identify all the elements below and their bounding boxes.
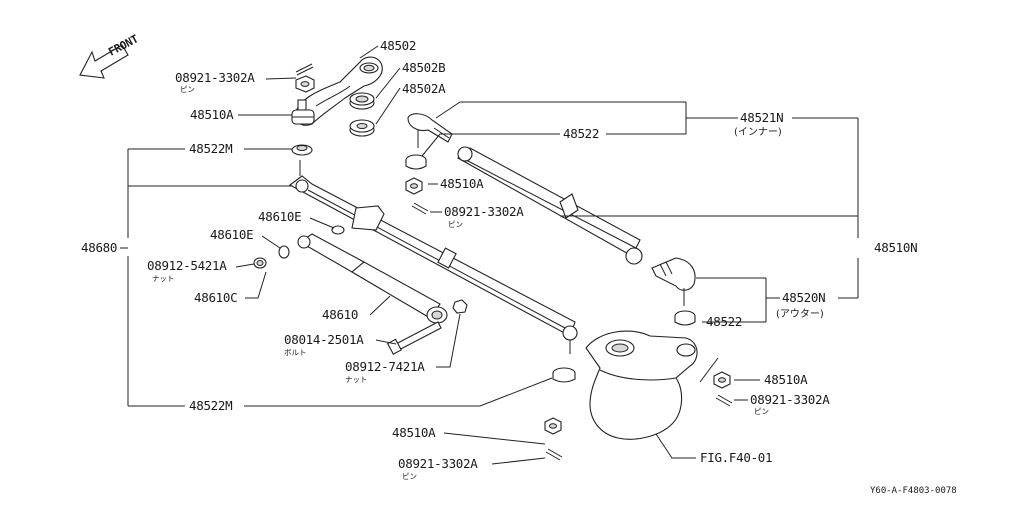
bushing-a-icon bbox=[349, 119, 375, 137]
knuckle-arm-drawing bbox=[585, 330, 698, 440]
bottom-pin-icon bbox=[545, 448, 563, 461]
outer-tie-rod-end-drawing bbox=[651, 257, 696, 306]
leader-lines bbox=[120, 45, 859, 465]
label-nut-damper-sub: ナット bbox=[152, 274, 175, 283]
idler-joint-drawing bbox=[291, 99, 315, 125]
label-bracket-e1: 48610E bbox=[258, 209, 301, 224]
label-nut-damper: 08912-5421A bbox=[147, 258, 227, 273]
label-dust-cover-bottom: 48522M bbox=[189, 398, 232, 413]
label-nut-knuckle: 48510A bbox=[764, 372, 808, 387]
label-pin-knuckle: 08921-3302A bbox=[750, 392, 830, 407]
label-nut-lower: 08912-7421A bbox=[345, 359, 425, 374]
damper-washers-icon bbox=[253, 245, 290, 269]
label-pin-mid-sub: ピン bbox=[448, 220, 463, 229]
label-nut-lower-sub: ナット bbox=[345, 375, 368, 384]
inner-pin-icon bbox=[411, 202, 429, 215]
label-bracket-e2: 48610E bbox=[210, 227, 253, 242]
label-inner-end-group-sub: (インナー) bbox=[734, 126, 782, 138]
knuckle-nut-icon bbox=[713, 371, 733, 407]
steering-damper-drawing bbox=[297, 233, 448, 324]
label-bolt-sub: ボルト bbox=[284, 348, 307, 357]
front-arrow-icon bbox=[79, 44, 129, 79]
label-nut-mid: 48510A bbox=[440, 176, 484, 191]
label-pin-bottom-sub: ピン bbox=[402, 472, 417, 481]
inner-dust-cover-icon bbox=[405, 154, 427, 170]
top-nut-icon bbox=[295, 63, 315, 93]
label-tie-rod-tube: 48522 bbox=[563, 126, 599, 141]
damper-bracket-drawing bbox=[331, 205, 385, 235]
label-side-rod-assembly: 48680 bbox=[81, 240, 117, 255]
label-dust-cover-top: 48522M bbox=[189, 141, 232, 156]
label-nut-bottom: 48510A bbox=[392, 425, 436, 440]
label-outer-end-group: 48520N bbox=[782, 290, 825, 305]
dust-cover-top-icon bbox=[291, 144, 313, 156]
label-nut-top: 48510A bbox=[190, 107, 234, 122]
bolt-icon bbox=[386, 321, 442, 355]
outer-dust-cover-icon bbox=[674, 310, 696, 326]
label-dust-cover-outer: 48522 bbox=[706, 314, 742, 329]
idler-arm-drawing bbox=[295, 56, 383, 126]
part-labels: 48502 08921-3302A ピン 48502B 48502A 48510… bbox=[81, 38, 957, 496]
lower-nut-icon bbox=[452, 299, 468, 314]
tie-rod-tube-drawing bbox=[457, 146, 643, 265]
dust-cover-bottom-icon bbox=[552, 367, 576, 383]
label-outer-end-group-sub: (アウター) bbox=[776, 308, 824, 320]
label-idler-arm: 48502 bbox=[380, 38, 416, 53]
label-damper: 48610 bbox=[322, 307, 358, 322]
label-pin-knuckle-sub: ピン bbox=[754, 407, 769, 416]
label-inner-end-group: 48521N bbox=[740, 110, 783, 125]
label-pin-bottom: 08921-3302A bbox=[398, 456, 478, 471]
label-pin-top: 08921-3302A bbox=[175, 70, 255, 85]
inner-tie-rod-end-drawing bbox=[407, 113, 453, 148]
label-tie-rod-assembly: 48510N bbox=[874, 240, 917, 255]
label-pin-mid: 08921-3302A bbox=[444, 204, 524, 219]
label-pin-top-sub: ピン bbox=[180, 85, 195, 94]
label-bushing-a: 48502A bbox=[402, 81, 446, 96]
label-bracket-c: 48610C bbox=[194, 290, 237, 305]
label-bushing-b: 48502B bbox=[402, 60, 445, 75]
bushing-b-icon bbox=[349, 92, 375, 110]
inner-nut-icon bbox=[405, 177, 423, 195]
diagram-code: Y60-A-F4803-0078 bbox=[870, 486, 957, 496]
bottom-nut-icon bbox=[544, 417, 562, 435]
label-bolt: 08014-2501A bbox=[284, 332, 364, 347]
label-figure-ref: FIG.F40-01 bbox=[700, 450, 772, 465]
